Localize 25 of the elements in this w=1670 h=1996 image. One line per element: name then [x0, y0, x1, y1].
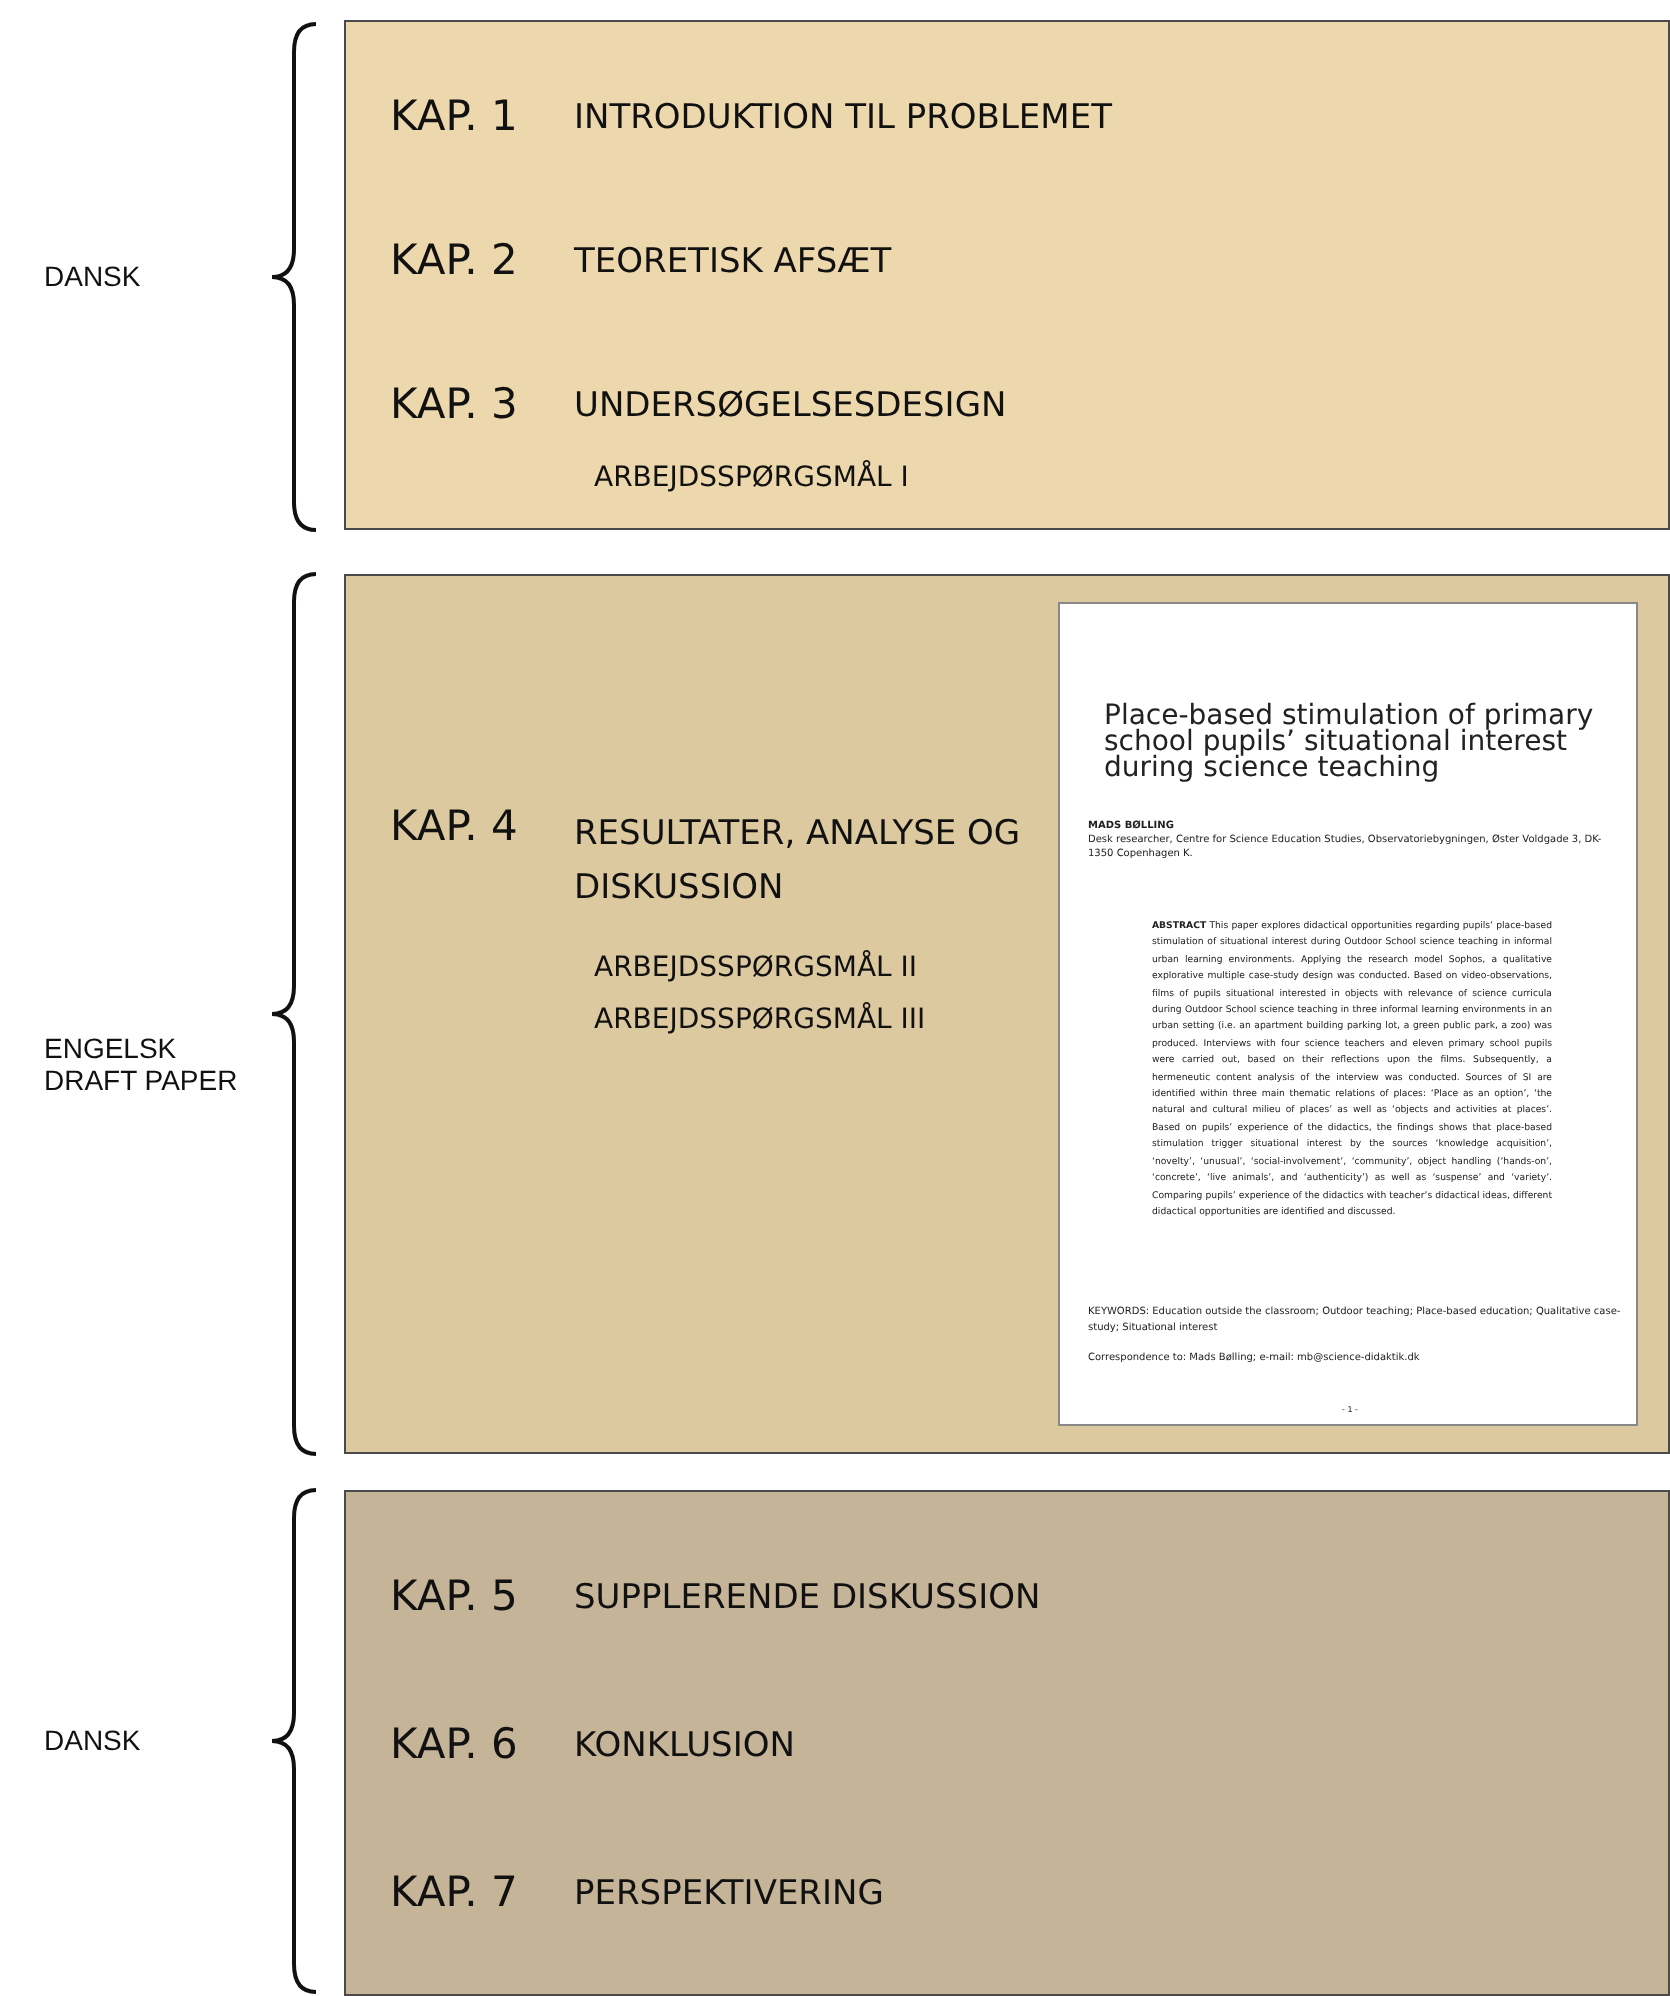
sub-question: ARBEJDSSPØRGSMÅL I [594, 462, 909, 494]
chapter-band [344, 20, 1670, 530]
chapter-title: UNDERSØGELSESDESIGN [574, 386, 1007, 426]
paper-page [1058, 602, 1638, 1426]
language-label: DANSK [44, 1724, 143, 1756]
chapter-band [344, 574, 1670, 1454]
chapter-number: KAP. 5 [390, 1572, 518, 1620]
paper-title: Place-based stimulation of primary school pupils’ situational interest during science teaching [1104, 704, 1596, 782]
chapter-number: KAP. 4 [390, 802, 518, 850]
chapter-number: KAP. 6 [390, 1720, 518, 1768]
chapter-title: RESULTATER, ANALYSE OG DISKUSSION [574, 812, 1023, 912]
language-label: ENGELSK DRAFT PAPER [44, 1032, 240, 1096]
chapter-number: KAP. 3 [390, 380, 518, 428]
chapter-number: KAP. 7 [390, 1868, 518, 1916]
chapter-title: TEORETISK AFSÆT [574, 242, 892, 282]
chapter-title: PERSPEKTIVERING [574, 1874, 884, 1914]
sub-question: ARBEJDSSPØRGSMÅL II [594, 952, 918, 984]
chapter-number: KAP. 2 [390, 236, 518, 284]
chapter-number: KAP. 1 [390, 92, 518, 140]
chapter-band [344, 1490, 1670, 1996]
sub-question: ARBEJDSSPØRGSMÅL III [594, 1004, 926, 1036]
chapter-title: SUPPLERENDE DISKUSSION [574, 1578, 1041, 1618]
chapter-title: INTRODUKTION TIL PROBLEMET [574, 98, 1112, 138]
chapter-title: KONKLUSION [574, 1726, 795, 1766]
language-label: DANSK [44, 260, 143, 292]
